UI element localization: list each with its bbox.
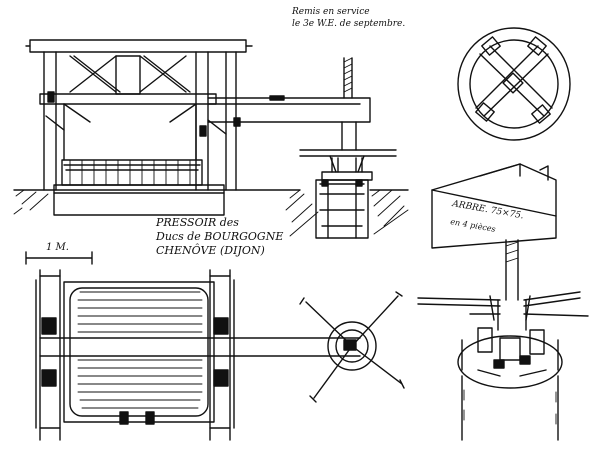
round-stone: [457, 335, 563, 389]
screw-perspective-detail: [417, 163, 589, 441]
drawing-title-line3: CHENÔVE (DIJON): [156, 243, 265, 257]
lever-beam: [207, 97, 371, 123]
press-screw: [343, 57, 353, 99]
wine-trough: [61, 159, 203, 186]
plan-lever-beam: [39, 337, 361, 357]
scale-label: 1 M.: [46, 242, 69, 253]
restoration-note-line2: le 3e W.E. de septembre.: [292, 19, 405, 29]
plan-capstan-ring: [327, 321, 377, 371]
plan-platform: [63, 281, 215, 423]
stone-weight: [315, 179, 369, 239]
plan-view: [35, 269, 405, 441]
scale-bar: [25, 251, 93, 265]
drawing-title-line2: Ducs de BOURGOGNE: [155, 230, 283, 243]
restoration-note-line1: Remis en service: [291, 7, 370, 17]
drawing-title-line1: PRESSOIR des: [155, 216, 239, 229]
elevation-view: [13, 39, 409, 239]
shaft-pieces-label: en 4 pièces: [450, 217, 497, 234]
ground-hatching: [13, 189, 409, 237]
capstan-plan-detail: [457, 27, 571, 141]
